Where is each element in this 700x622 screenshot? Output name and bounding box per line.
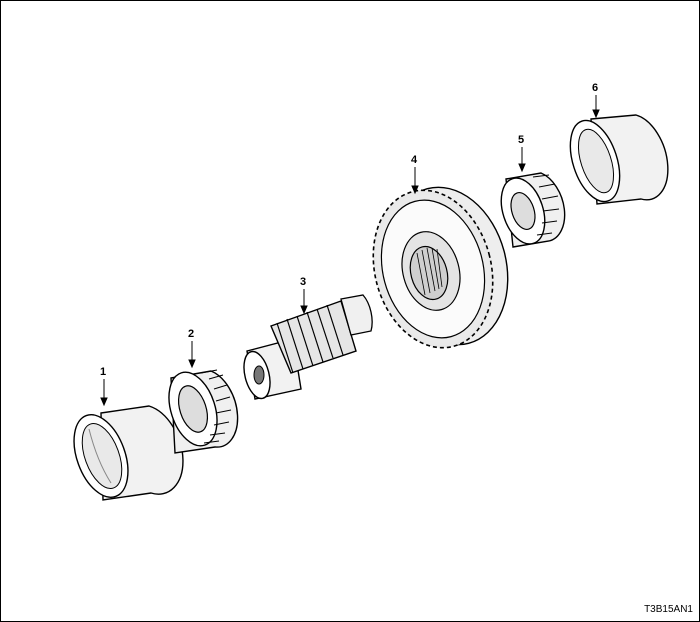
part-1-bearing-race [73, 405, 184, 501]
callout-4: 4 [411, 154, 418, 166]
callout-3: 3 [300, 276, 307, 288]
part-3-pinion-shaft [243, 294, 373, 400]
leader-arrows [100, 95, 600, 407]
callout-2: 2 [188, 328, 195, 340]
part-2-roller-bearing [168, 369, 239, 454]
part-5-roller-bearing [500, 172, 566, 248]
figure-code: T3B15AN1 [644, 604, 693, 615]
callout-5: 5 [518, 134, 525, 146]
callout-1: 1 [100, 366, 107, 378]
callout-6: 6 [592, 82, 599, 94]
part-6-bearing-race [569, 114, 669, 205]
part-4-helical-gear [372, 186, 509, 349]
